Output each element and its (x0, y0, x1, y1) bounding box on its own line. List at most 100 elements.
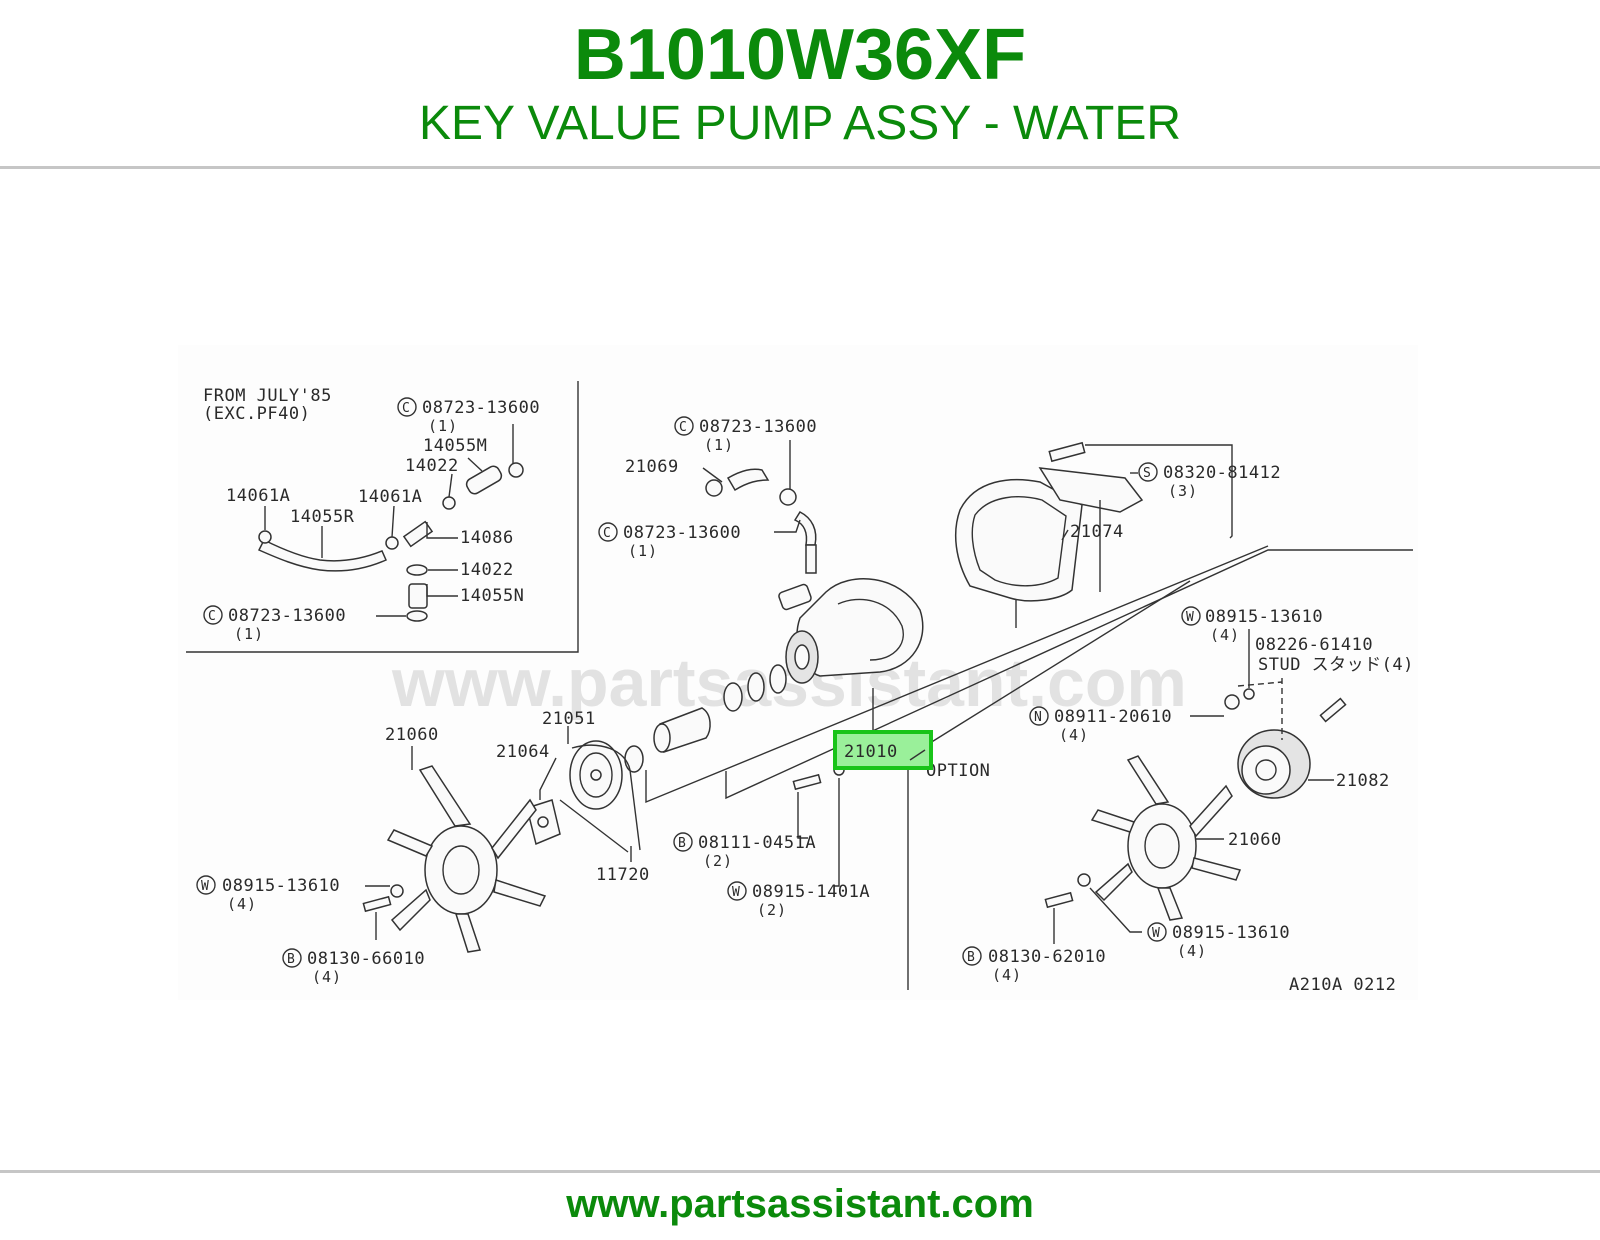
callout-part-number: 08723-13600 (699, 417, 817, 437)
callout-circle (1147, 922, 1167, 942)
clamp-14061a-right (385, 536, 399, 550)
callout-part-number: 08130-66010 (307, 949, 425, 969)
callout-qty: (1) (704, 436, 734, 454)
washer-left (390, 884, 404, 898)
callout-circle (397, 397, 417, 417)
hose-21069 (726, 468, 770, 492)
clamp-14022 (442, 496, 456, 510)
leader (426, 584, 458, 597)
callout-qty: (4) (1210, 626, 1240, 644)
callout-prefix: B (967, 950, 975, 965)
bolt-08130-66010 (362, 895, 392, 913)
diagram-code: A210A 0212 (1289, 975, 1396, 995)
part-description: KEY VALUE PUMP ASSY - WATER (418, 97, 1182, 150)
clamp-14055m (508, 462, 524, 478)
footer-url-link[interactable]: www.partsassistant.com (566, 1182, 1034, 1226)
callout-part-number: 21082 (1336, 771, 1390, 791)
part-number-title: B1010W36XF (573, 15, 1027, 95)
leader (702, 467, 723, 483)
callout-circle (598, 522, 618, 542)
callout-part-number: 14086 (460, 528, 514, 548)
callout-part-number: 21060 (1228, 830, 1282, 850)
pump-hub-center (794, 644, 810, 670)
callout-part-number: 08911-20610 (1054, 707, 1172, 727)
callout-part-number: 08723-13600 (228, 606, 346, 626)
callout-part-number: 08915-1401A (752, 882, 870, 902)
clamp-21069 (705, 479, 723, 497)
callout-circle (282, 948, 302, 968)
bearing-end (653, 723, 671, 753)
leader (426, 522, 458, 539)
inset-note-line2: (EXC.PF40) (203, 404, 310, 424)
backplate-inner (971, 496, 1067, 587)
callout-prefix: S (1143, 466, 1151, 481)
clamp-bottom (406, 610, 428, 622)
callout-part-number: 21064 (496, 742, 550, 762)
fan-right-21060 (1090, 755, 1242, 921)
callout-part-number: 08915-13610 (1172, 923, 1290, 943)
inset-note-line1: FROM JULY'85 (203, 386, 332, 406)
belt-11720 (559, 744, 641, 853)
leader (1061, 529, 1069, 541)
callout-qty: (1) (628, 542, 658, 560)
ring-14022 (406, 564, 428, 576)
callout-circle (196, 875, 216, 895)
callout-part-number: 11720 (596, 865, 650, 885)
washer-right (1077, 873, 1091, 887)
clamp-top (779, 488, 797, 506)
pulley-inner (579, 752, 613, 798)
callout-qty: (4) (1177, 942, 1207, 960)
callout-part-number: 08226-61410 (1255, 635, 1373, 655)
callout-part-number: STUD スタッド(4) (1258, 655, 1414, 675)
callout-prefix: B (287, 952, 295, 967)
callout-prefix: W (201, 879, 209, 894)
fan-clutch-face (1241, 745, 1291, 795)
callout-circle (962, 946, 982, 966)
callout-part-number: 14055M (423, 436, 487, 456)
highlighted-part-21010[interactable]: 21010 (833, 730, 933, 770)
callout-circle (673, 832, 693, 852)
callout-part-number: 14055R (290, 507, 355, 527)
hose-14055n (408, 583, 428, 609)
assembly-guide-line (725, 549, 1413, 800)
seal (769, 664, 787, 694)
leader (1085, 444, 1233, 539)
callout-part-number: 21074 (1070, 522, 1124, 542)
hose-fitting (805, 544, 817, 574)
callout-prefix: C (679, 420, 687, 435)
callout-part-number: 14022 (405, 456, 459, 476)
callout-prefix: C (603, 526, 611, 541)
header-divider (0, 166, 1600, 169)
callout-qty: (4) (992, 966, 1022, 984)
callout-circle (727, 881, 747, 901)
stud-08226 (1319, 697, 1347, 723)
callout-prefix: W (1152, 926, 1160, 941)
leader (448, 473, 453, 498)
inset-border (186, 381, 579, 653)
callout-prefix: W (732, 885, 740, 900)
callout-part-number: 14055N (460, 586, 524, 606)
callout-qty: (1) (234, 625, 264, 643)
highlight-box[interactable] (833, 730, 933, 770)
callout-part-number: 14061A (226, 486, 290, 506)
callout-circle (1138, 462, 1158, 482)
callout-circle (674, 416, 694, 436)
clamp-14061a-left (258, 530, 272, 544)
callout-qty: (4) (1059, 726, 1089, 744)
fan-clutch-center (1255, 759, 1277, 781)
callout-qty: (4) (312, 968, 342, 986)
highlighted-part-number[interactable]: 21010 (844, 742, 898, 762)
callout-part-number: 14061A (358, 487, 422, 507)
bearing-shaft (659, 707, 711, 753)
connector-14086 (402, 520, 434, 548)
callout-part-number: 21069 (625, 457, 679, 477)
callout-qty: (3) (1168, 482, 1198, 500)
callout-part-number: 08915-13610 (222, 876, 340, 896)
hose-14055r (257, 538, 387, 572)
callout-part-number: 14022 (460, 560, 514, 580)
bolt-08111 (792, 773, 822, 791)
callout-prefix: C (208, 609, 216, 624)
callout-circle (203, 605, 223, 625)
leader (539, 757, 557, 800)
